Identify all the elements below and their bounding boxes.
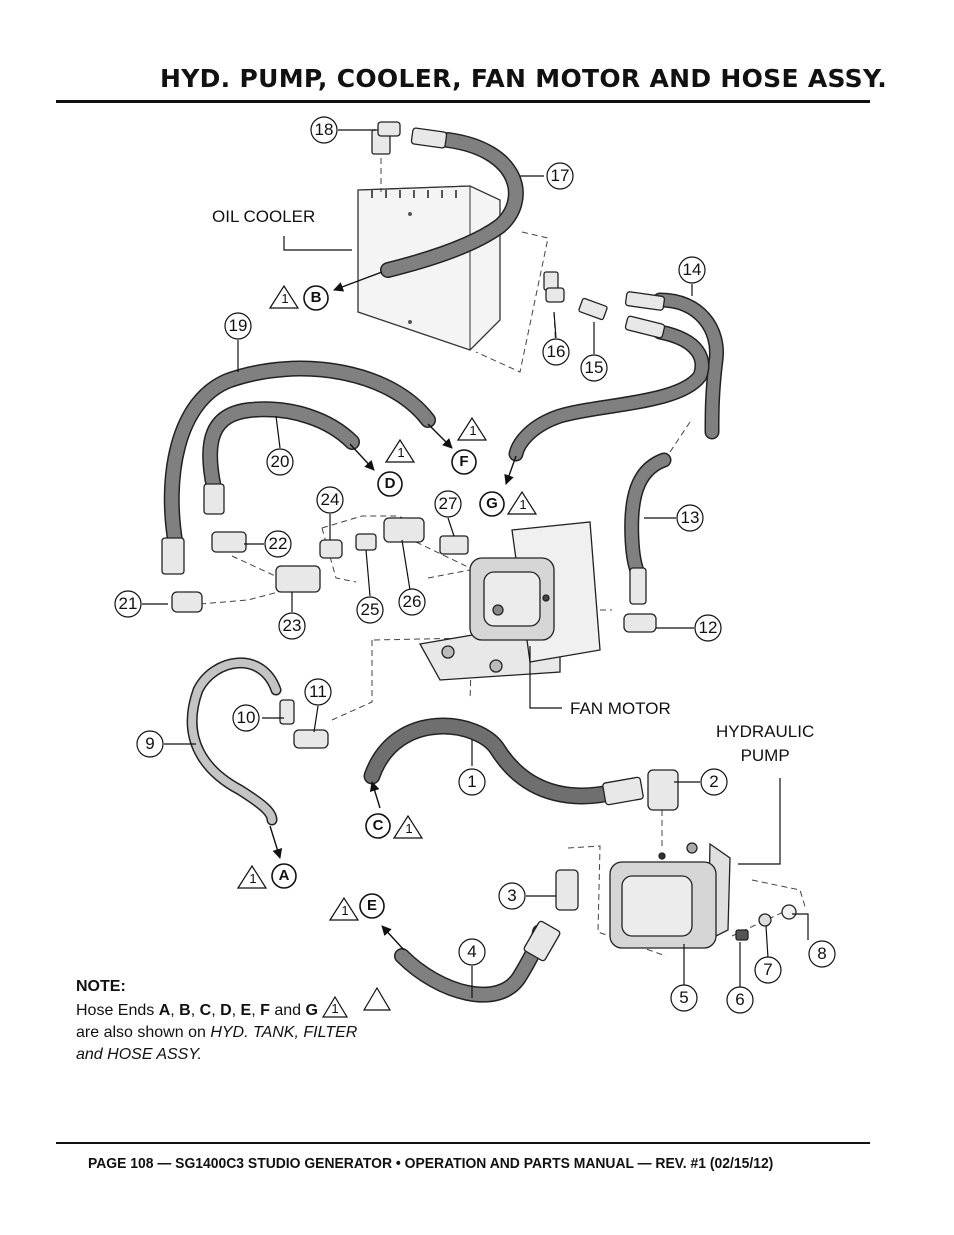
callout-7: 7 [763, 960, 773, 979]
hose-end-b: B [310, 289, 322, 306]
note-end-c: C [199, 1002, 212, 1019]
hydraulic-pump-label: HYDRAULIC PUMP [716, 720, 814, 768]
note-block: NOTE: Hose Ends A, B, C, D, E, F and G 1… [76, 976, 357, 1066]
assembly-dash-lines [199, 158, 807, 957]
note-end-e: E [240, 1002, 252, 1019]
callout-21: 21 [118, 594, 138, 613]
note-reference-1: HYD. TANK, FILTER [210, 1024, 358, 1041]
hoses [163, 132, 724, 1003]
footer-rule [56, 1142, 870, 1144]
hydraulic-pump-label-line1: HYDRAULIC [716, 722, 815, 741]
warning-number-a: 1 [249, 871, 257, 886]
fittings [161, 121, 679, 962]
warning-number-e: 1 [341, 903, 349, 918]
warning-number-f: 1 [469, 423, 477, 438]
title-rule [56, 100, 870, 103]
hose-end-letters [271, 285, 505, 919]
warning-number-d: 1 [397, 445, 405, 460]
callout-17: 17 [550, 166, 570, 185]
hose-end-d: D [384, 475, 396, 492]
warning-number-c: 1 [405, 821, 413, 836]
callout-27: 27 [438, 494, 458, 513]
note-end-g: G [305, 1002, 318, 1019]
note-and: and [274, 1002, 302, 1019]
page-title: HYD. PUMP, COOLER, FAN MOTOR AND HOSE AS… [160, 64, 888, 93]
note-reference-2: and HOSE ASSY. [76, 1046, 202, 1063]
hose-end-arrows [269, 271, 517, 951]
hose-end-c: C [372, 817, 384, 834]
hose-end-a: A [278, 867, 290, 884]
fan-motor [418, 521, 601, 681]
callout-16: 16 [546, 342, 566, 361]
note-end-f: F [260, 1002, 270, 1019]
note-end-d: D [220, 1002, 232, 1019]
callout-4: 4 [467, 942, 477, 961]
callout-18: 18 [314, 120, 334, 139]
note-end-b: B [179, 1002, 191, 1019]
callout-14: 14 [682, 260, 702, 279]
warning-triangles [236, 284, 538, 1011]
note-end-a: A [158, 1002, 171, 1019]
callout-8: 8 [817, 944, 827, 963]
callout-circles [114, 116, 836, 1014]
warning-number-b: 1 [281, 291, 289, 306]
oil-cooler [357, 185, 501, 351]
note-line-3: and HOSE ASSY. [76, 1044, 357, 1066]
note-prefix: Hose Ends [76, 1002, 159, 1019]
callout-25: 25 [360, 600, 380, 619]
callout-12: 12 [698, 618, 718, 637]
callout-3: 3 [507, 886, 517, 905]
callout-9: 9 [145, 734, 155, 753]
note-warning-number: 1 [331, 1001, 339, 1016]
oil-cooler-label: OIL COOLER [212, 207, 316, 226]
callout-1: 1 [467, 772, 477, 791]
callout-19: 19 [228, 316, 248, 335]
note-line-2: are also shown on HYD. TANK, FILTER [76, 1022, 357, 1044]
fan-motor-label: FAN MOTOR [570, 699, 671, 718]
hydraulic-pump [609, 842, 797, 949]
callout-5: 5 [679, 988, 689, 1007]
note-warning-icon: 1 [322, 996, 349, 1018]
callout-20: 20 [270, 452, 290, 471]
note-line-1: Hose Ends A, B, C, D, E, F and G 1 [76, 996, 357, 1022]
callout-13: 13 [680, 508, 700, 527]
callout-15: 15 [584, 358, 604, 377]
note-line-2-text: are also shown on [76, 1024, 211, 1041]
hose-end-g: G [486, 495, 498, 512]
hose-end-e: E [366, 897, 377, 914]
callout-23: 23 [282, 616, 302, 635]
callout-22: 22 [268, 534, 288, 553]
callout-11: 11 [309, 682, 327, 701]
callout-6: 6 [735, 990, 745, 1009]
hose-end-f: F [459, 453, 469, 470]
hydraulic-pump-label-line2: PUMP [740, 746, 790, 765]
callout-26: 26 [402, 592, 422, 611]
warning-number-g: 1 [519, 497, 527, 512]
callout-leaders [142, 129, 809, 998]
note-heading: NOTE: [76, 978, 126, 995]
callout-24: 24 [320, 490, 340, 509]
callout-10: 10 [236, 708, 256, 727]
page-footer: PAGE 108 — SG1400C3 STUDIO GENERATOR • O… [88, 1156, 774, 1172]
callout-2: 2 [709, 772, 719, 791]
